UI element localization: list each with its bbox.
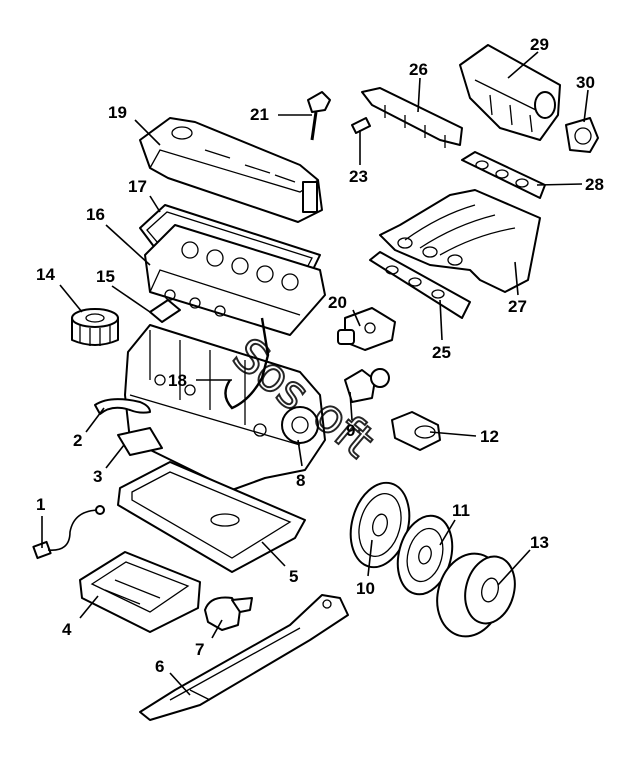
callout-14: 14 xyxy=(36,265,55,284)
callout-15: 15 xyxy=(96,267,115,286)
distributor xyxy=(391,411,441,451)
callout-1: 1 xyxy=(36,495,45,514)
callout-28: 28 xyxy=(585,175,604,194)
head-gasket xyxy=(149,299,181,323)
callout-7: 7 xyxy=(195,640,204,659)
throttle-body xyxy=(565,117,599,153)
callout-6: 6 xyxy=(155,657,164,676)
oil-pan-gasket xyxy=(117,461,306,573)
intake-plenum xyxy=(459,44,561,141)
callout-23: 23 xyxy=(349,167,368,186)
callout-11: 11 xyxy=(452,501,470,520)
callout-9: 9 xyxy=(346,421,355,440)
callout-labels: 1 2 3 4 5 6 7 8 9 10 11 12 13 14 15 16 1… xyxy=(36,35,604,676)
breather-hose xyxy=(224,317,270,410)
valve-cover xyxy=(139,117,323,223)
callout-25: 25 xyxy=(432,343,451,362)
callout-4: 4 xyxy=(62,620,72,639)
callout-26: 26 xyxy=(409,60,428,79)
callout-13: 13 xyxy=(530,533,549,552)
crossmember xyxy=(139,594,349,721)
pressure-plate xyxy=(436,552,516,638)
callout-2: 2 xyxy=(73,431,82,450)
oil-pan xyxy=(79,551,201,633)
callout-8: 8 xyxy=(296,471,305,490)
engine-mount xyxy=(204,596,253,631)
clutch-disc xyxy=(396,514,454,596)
callout-30: 30 xyxy=(576,73,595,92)
callout-10: 10 xyxy=(356,579,375,598)
callout-18: 18 xyxy=(168,371,187,390)
fuel-rail xyxy=(361,87,463,148)
callout-20: 20 xyxy=(328,293,347,312)
callout-3: 3 xyxy=(93,467,102,486)
engine-block xyxy=(124,324,326,491)
exhaust-manifold-gasket xyxy=(369,251,471,319)
temperature-sensor xyxy=(351,117,371,134)
oil-baffle xyxy=(117,427,163,456)
oil-filter xyxy=(71,308,119,346)
callout-5: 5 xyxy=(289,567,298,586)
water-pump xyxy=(344,368,390,403)
callout-27: 27 xyxy=(508,297,527,316)
leader-lines xyxy=(41,51,589,696)
callout-17: 17 xyxy=(128,177,147,196)
thermostat-housing xyxy=(337,307,396,351)
callout-29: 29 xyxy=(530,35,549,54)
callout-21: 21 xyxy=(250,105,269,124)
oxygen-sensor xyxy=(32,505,105,560)
oil-pickup-tube xyxy=(94,398,151,415)
callout-19: 19 xyxy=(108,103,127,122)
cylinder-head xyxy=(144,224,326,336)
callout-16: 16 xyxy=(86,205,105,224)
oil-level-sensor xyxy=(307,91,331,141)
callout-12: 12 xyxy=(480,427,499,446)
